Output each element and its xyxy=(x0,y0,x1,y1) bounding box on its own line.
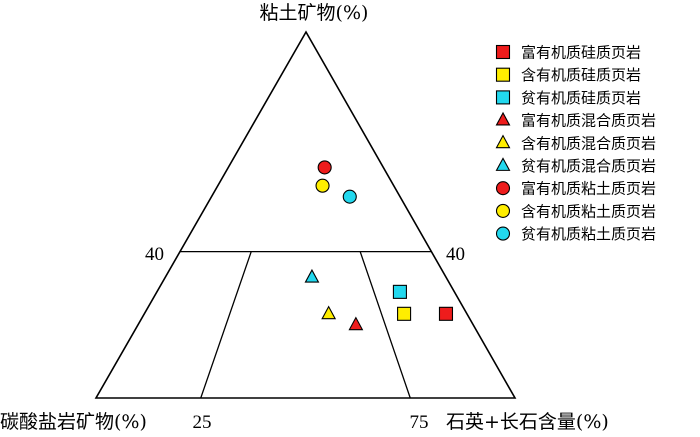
data-points xyxy=(304,160,454,331)
legend-item: 富有机质硅质页岩 xyxy=(495,44,641,62)
tick-label-bottom-25: 25 xyxy=(193,412,212,433)
data-point-circle-8 xyxy=(315,178,330,193)
data-point-square-3 xyxy=(392,284,407,299)
legend-label: 贫有机质硅质页岩 xyxy=(521,89,641,107)
data-point-square-2 xyxy=(397,306,412,321)
tick-label-right-40: 40 xyxy=(446,244,465,265)
right-axis-label: 石英+长石含量(%) xyxy=(446,411,609,433)
divider-25-line xyxy=(200,251,252,399)
data-point-circle-7 xyxy=(317,160,332,175)
data-point-triangle-6 xyxy=(304,268,320,283)
data-point-triangle-4 xyxy=(348,316,364,331)
legend-item: 富有机质粘土质页岩 xyxy=(495,180,656,198)
legend-item: 富有机质混合质页岩 xyxy=(495,111,656,130)
legend-marker-triangle xyxy=(495,111,511,126)
legend-marker-triangle xyxy=(495,157,511,171)
legend-label: 含有机质硅质页岩 xyxy=(521,66,641,84)
legend: 富有机质硅质页岩含有机质硅质页岩贫有机质硅质页岩富有机质混合质页岩含有机质混合质… xyxy=(495,44,656,243)
legend-item: 贫有机质硅质页岩 xyxy=(495,89,641,107)
triangle-outline xyxy=(94,30,517,399)
tick-label-bottom-75: 75 xyxy=(410,412,429,433)
data-point-triangle-5 xyxy=(321,305,337,320)
data-point-circle-9 xyxy=(342,189,357,204)
legend-marker-square xyxy=(495,44,511,60)
legend-label: 贫有机质混合质页岩 xyxy=(521,157,656,175)
legend-item: 含有机质粘土质页岩 xyxy=(495,202,656,220)
top-axis-label: 粘土矿物(%) xyxy=(260,2,369,24)
legend-marker-square xyxy=(495,67,511,82)
ternary-frame xyxy=(94,30,517,399)
tick-label-left-40: 40 xyxy=(145,244,164,265)
legend-label: 富有机质混合质页岩 xyxy=(521,112,656,130)
legend-label: 含有机质混合质页岩 xyxy=(521,134,656,152)
legend-item: 贫有机质粘土质页岩 xyxy=(495,225,656,243)
legend-marker-circle xyxy=(495,181,511,196)
legend-label: 贫有机质粘土质页岩 xyxy=(521,225,656,243)
legend-marker-circle xyxy=(495,226,511,241)
left-axis-label: 碳酸盐岩矿物(%) xyxy=(0,411,147,433)
legend-label: 含有机质粘土质页岩 xyxy=(521,202,656,220)
data-point-square-1 xyxy=(438,306,454,321)
legend-marker-triangle xyxy=(495,134,511,149)
legend-marker-square xyxy=(495,90,511,105)
legend-item: 含有机质混合质页岩 xyxy=(495,134,656,152)
legend-marker-circle xyxy=(495,203,511,218)
divider-75-line xyxy=(359,251,411,399)
legend-item: 含有机质硅质页岩 xyxy=(495,66,641,84)
legend-label: 富有机质硅质页岩 xyxy=(521,44,641,62)
legend-item: 贫有机质混合质页岩 xyxy=(495,157,656,175)
legend-label: 富有机质粘土质页岩 xyxy=(521,180,656,198)
classification-lines xyxy=(180,250,432,399)
